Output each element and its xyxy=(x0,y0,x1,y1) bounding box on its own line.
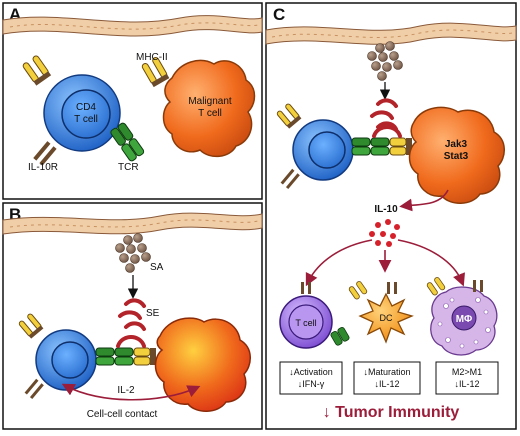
t-cell-label: T cell xyxy=(74,114,98,125)
target-t-cell: T cell xyxy=(279,295,333,349)
arrow-to-macrophage xyxy=(397,239,465,287)
il2-label: IL-2 xyxy=(117,385,135,396)
yellow-receptor-b xyxy=(18,313,44,339)
panel-c-frame xyxy=(265,2,517,430)
il2-double-arrow xyxy=(61,383,201,401)
sa-label: SA xyxy=(150,262,164,273)
membrane-a xyxy=(2,15,263,37)
box1-line2: ↓IFN-γ xyxy=(298,379,325,389)
synapse-complex-b xyxy=(95,335,156,366)
tcr-label: TCR xyxy=(118,162,139,173)
dendritic-cell: DC xyxy=(358,292,414,344)
jak3-label: Jak3 xyxy=(445,139,468,150)
membrane-b xyxy=(2,212,263,235)
il10-label: IL-10 xyxy=(374,204,398,215)
mhc-ii-receptor xyxy=(141,57,170,88)
macrophage-yellow-receptor xyxy=(426,277,446,296)
dc-label: DC xyxy=(380,313,393,323)
cell-cell-contact-label: Cell-cell contact xyxy=(87,409,158,420)
malignant-t-cell-label: T cell xyxy=(198,108,222,119)
dc-brown-receptor xyxy=(387,282,397,294)
malignant-t-cell-c: Jak3 Stat3 xyxy=(408,106,505,204)
membrane-c xyxy=(265,22,517,45)
mhc-ii-label: MHC-II xyxy=(136,52,168,63)
panel-a: A CD4 T cell xyxy=(2,2,263,200)
panel-c: C xyxy=(265,2,517,430)
cd4-label: CD4 xyxy=(76,102,96,113)
se-enterotoxins xyxy=(118,298,146,331)
box3-line1: M2>M1 xyxy=(452,367,482,377)
malignant-t-cell-b xyxy=(154,317,251,412)
target-t-cell-label: T cell xyxy=(295,318,316,328)
box-macrophage-effect: M2>M1 ↓IL-12 xyxy=(435,361,499,395)
yellow-receptor-c xyxy=(276,103,302,129)
il10-cytokines xyxy=(369,219,400,247)
macrophage-label: MΦ xyxy=(456,314,473,325)
tcr-green-receptor xyxy=(110,122,145,162)
il10r-brown-receptor xyxy=(33,141,57,166)
brown-receptor-c xyxy=(280,168,300,190)
box2-line2: ↓IL-12 xyxy=(374,379,399,389)
cd4-t-cell-c xyxy=(292,119,354,181)
box-dc-effect: ↓Maturation ↓IL-12 xyxy=(353,361,421,395)
macrophage: MΦ xyxy=(430,286,498,356)
sa-bacteria-cluster-c xyxy=(367,41,403,81)
box-tcell-effect: ↓Activation ↓IFN-γ xyxy=(279,361,343,395)
box1-line1: ↓Activation xyxy=(289,367,333,377)
malignant-t-cell: Malignant T cell xyxy=(162,59,256,158)
synapse-complex-c xyxy=(351,125,412,156)
arrow-to-tcell xyxy=(305,239,373,287)
il10r-yellow-receptor xyxy=(22,55,52,86)
malignant-label: Malignant xyxy=(188,96,232,107)
brown-receptor-b xyxy=(24,378,44,400)
macrophage-brown-receptor xyxy=(473,280,483,292)
stat3-label: Stat3 xyxy=(444,151,469,162)
cd4-t-cell-b xyxy=(35,329,97,391)
dc-yellow-receptor xyxy=(348,281,368,300)
il10r-label: IL-10R xyxy=(28,162,58,173)
cd4-t-cell: CD4 T cell xyxy=(43,74,121,152)
sa-bacteria-cluster xyxy=(115,233,151,273)
tumor-immunity-label: ↓ Tumor Immunity xyxy=(323,404,460,421)
jak3-to-il10-arrow xyxy=(399,189,449,212)
panel-c-letter: C xyxy=(273,5,285,24)
panel-b: B SA SE xyxy=(2,202,263,430)
target-t-cell-tcr xyxy=(330,327,350,346)
box3-line2: ↓IL-12 xyxy=(454,379,479,389)
target-t-cell-receptor-top xyxy=(301,282,311,294)
box2-line1: ↓Maturation xyxy=(363,367,410,377)
se-label: SE xyxy=(146,308,160,319)
